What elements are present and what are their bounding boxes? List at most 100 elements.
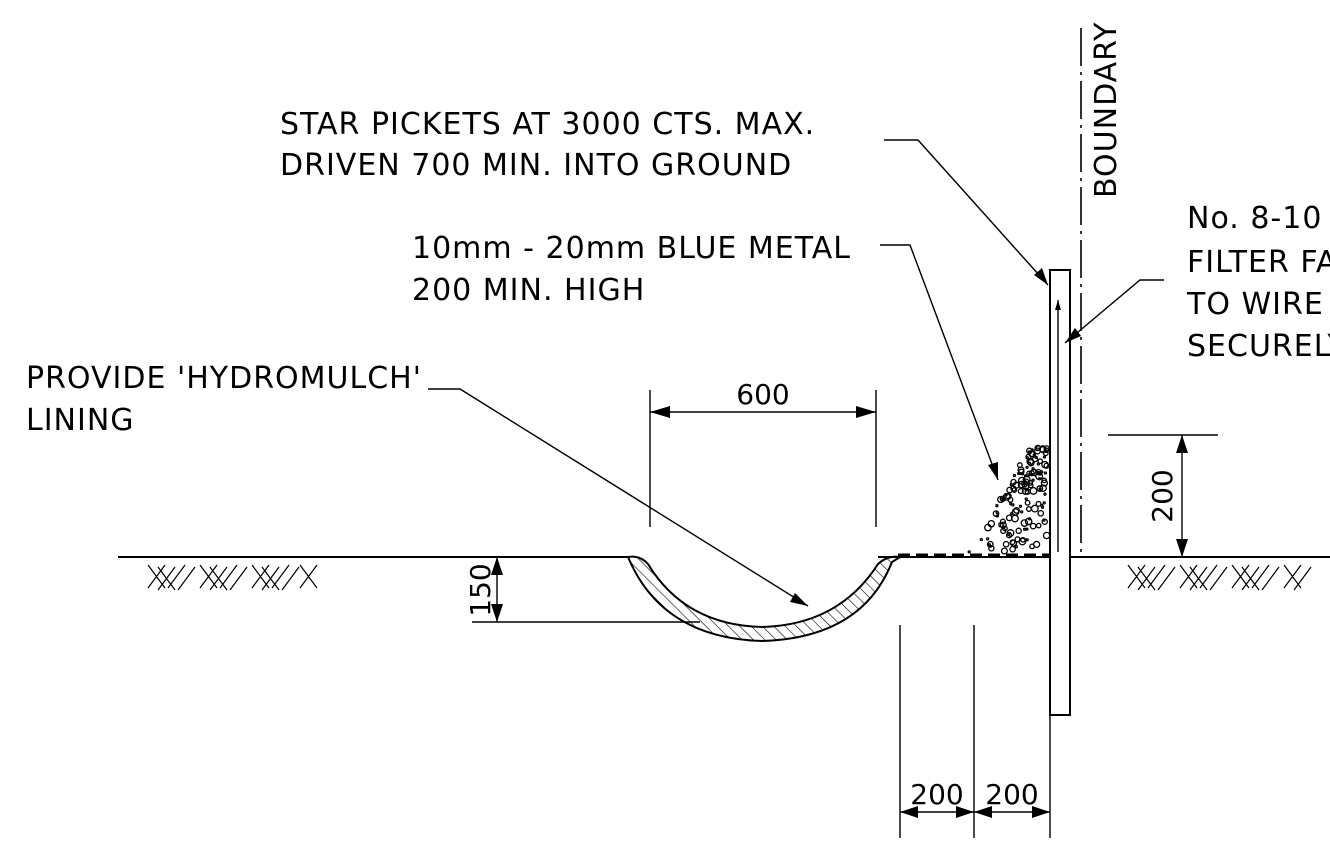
gravel-stone (1022, 475, 1031, 484)
offset-right-value: 200 (985, 778, 1038, 811)
gravel-stone (1042, 455, 1047, 459)
gravel-stone (984, 523, 992, 532)
boundary-label: BOUNDARY (1089, 22, 1124, 198)
gravel-stone (967, 550, 971, 554)
ground-hatch-left (147, 564, 318, 591)
gravel-stone (1043, 492, 1047, 496)
leader-wire (1064, 279, 1164, 344)
filter-height-dimension: 200 (1108, 434, 1218, 557)
star-pickets-label-line1: STAR PICKETS AT 3000 CTS. MAX. (280, 107, 815, 142)
gravel-stone (997, 495, 1005, 504)
gravel-stone (1013, 506, 1021, 514)
gravel-stone (1009, 502, 1013, 506)
gravel-stone (1032, 453, 1036, 457)
gravel-stone (1025, 506, 1032, 512)
leader-blue-metal (880, 244, 999, 481)
wire-label-line3: TO WIRE (1186, 287, 1324, 322)
gravel-stone (1029, 486, 1038, 495)
wire-label-line1: No. 8-10 W (1187, 201, 1330, 236)
blue-metal-label-line2: 200 MIN. HIGH (412, 273, 645, 308)
gravel-stone (1011, 508, 1020, 516)
gravel-stone (1030, 448, 1034, 452)
gravel-stone (1014, 545, 1018, 549)
gravel-stone (999, 518, 1006, 525)
gravel-stone (1028, 472, 1032, 477)
gravel-stone (1024, 497, 1028, 501)
leader-star-pickets (884, 139, 1049, 286)
gravel-stone (1035, 522, 1042, 529)
gravel-stone (1037, 509, 1045, 517)
filter-height-value: 200 (1146, 469, 1179, 522)
gravel-stone (1043, 471, 1048, 475)
boundary-line: BOUNDARY (1080, 22, 1124, 558)
hydromulch-label-line1: PROVIDE 'HYDROMULCH' (26, 361, 422, 396)
gravel-stone (1030, 468, 1037, 475)
gravel-stone (1010, 478, 1017, 486)
swale-depth-dimension: 150 (464, 557, 700, 623)
swale-depth-value: 150 (464, 563, 497, 616)
gravel-stone (1005, 492, 1012, 500)
gravel-stone (1025, 538, 1029, 542)
gravel-stone (1009, 545, 1016, 553)
gravel-stone (1018, 504, 1023, 508)
swale-width-value: 600 (736, 378, 789, 411)
gravel-stone (986, 537, 990, 541)
gravel-stone (1041, 477, 1048, 484)
gravel-stone (1034, 455, 1038, 460)
gravel-stone (1005, 514, 1013, 522)
blue-metal-label-line1: 10mm - 20mm BLUE METAL (412, 231, 851, 266)
gravel-stone (1002, 540, 1010, 548)
gravel-stone (1025, 456, 1029, 460)
offset-dimensions: 200 200 (899, 625, 1051, 838)
star-picket (1049, 269, 1071, 716)
gravel-stone (1039, 484, 1047, 493)
gravel-stone (1012, 473, 1017, 478)
gravel-stone (1041, 460, 1049, 469)
gravel-stone (1020, 510, 1024, 514)
gravel-stone (1042, 531, 1051, 540)
gravel-stone (1037, 458, 1044, 465)
gravel-stone (1042, 501, 1046, 505)
gravel-stone (1025, 465, 1029, 470)
wire-label-line4: SECURELY (1187, 329, 1330, 364)
gravel-stone (1027, 458, 1035, 467)
gravel-stone (1017, 480, 1026, 489)
gravel-stone (1000, 527, 1007, 535)
gravel-stone (1042, 518, 1046, 522)
gravel-stone (1024, 488, 1029, 492)
gravel-stone (1009, 539, 1018, 547)
hydromulch-label-line2: LINING (26, 403, 135, 438)
gravel-stone (1020, 519, 1029, 527)
leader-hydromulch (428, 388, 809, 607)
offset-left-value: 200 (910, 778, 963, 811)
gravel-stone (995, 504, 999, 508)
blue-metal-gravel (967, 444, 1051, 555)
gravel-stone (1029, 543, 1036, 550)
gravel-stone (1011, 487, 1018, 493)
gravel-stone (1040, 505, 1045, 509)
gravel-stone (1031, 478, 1035, 482)
filter-fabric (898, 315, 1064, 557)
gravel-stone (1000, 547, 1008, 555)
gravel-stone (1036, 485, 1044, 493)
swale-width-dimension: 600 (649, 378, 877, 527)
gravel-stone (986, 540, 994, 548)
gravel-stone (992, 510, 1000, 517)
ground-hatch-right (1127, 564, 1312, 591)
gravel-stone (1038, 472, 1042, 476)
gravel-stone (1020, 536, 1026, 543)
gravel-stone (988, 545, 995, 552)
gravel-stone (1030, 504, 1039, 513)
wire-label-line2: FILTER FA (1187, 245, 1330, 280)
gravel-stone (1017, 476, 1026, 485)
gravel-stone (1039, 446, 1047, 454)
gravel-stone (1025, 527, 1029, 531)
gravel-stone (987, 543, 992, 547)
gravel-stone (1017, 488, 1024, 495)
gravel-stone (1040, 479, 1049, 487)
gravel-stone (1018, 468, 1025, 476)
gravel-stone (1035, 500, 1042, 507)
gravel-stone (1029, 522, 1037, 530)
gravel-stone (1024, 499, 1031, 506)
